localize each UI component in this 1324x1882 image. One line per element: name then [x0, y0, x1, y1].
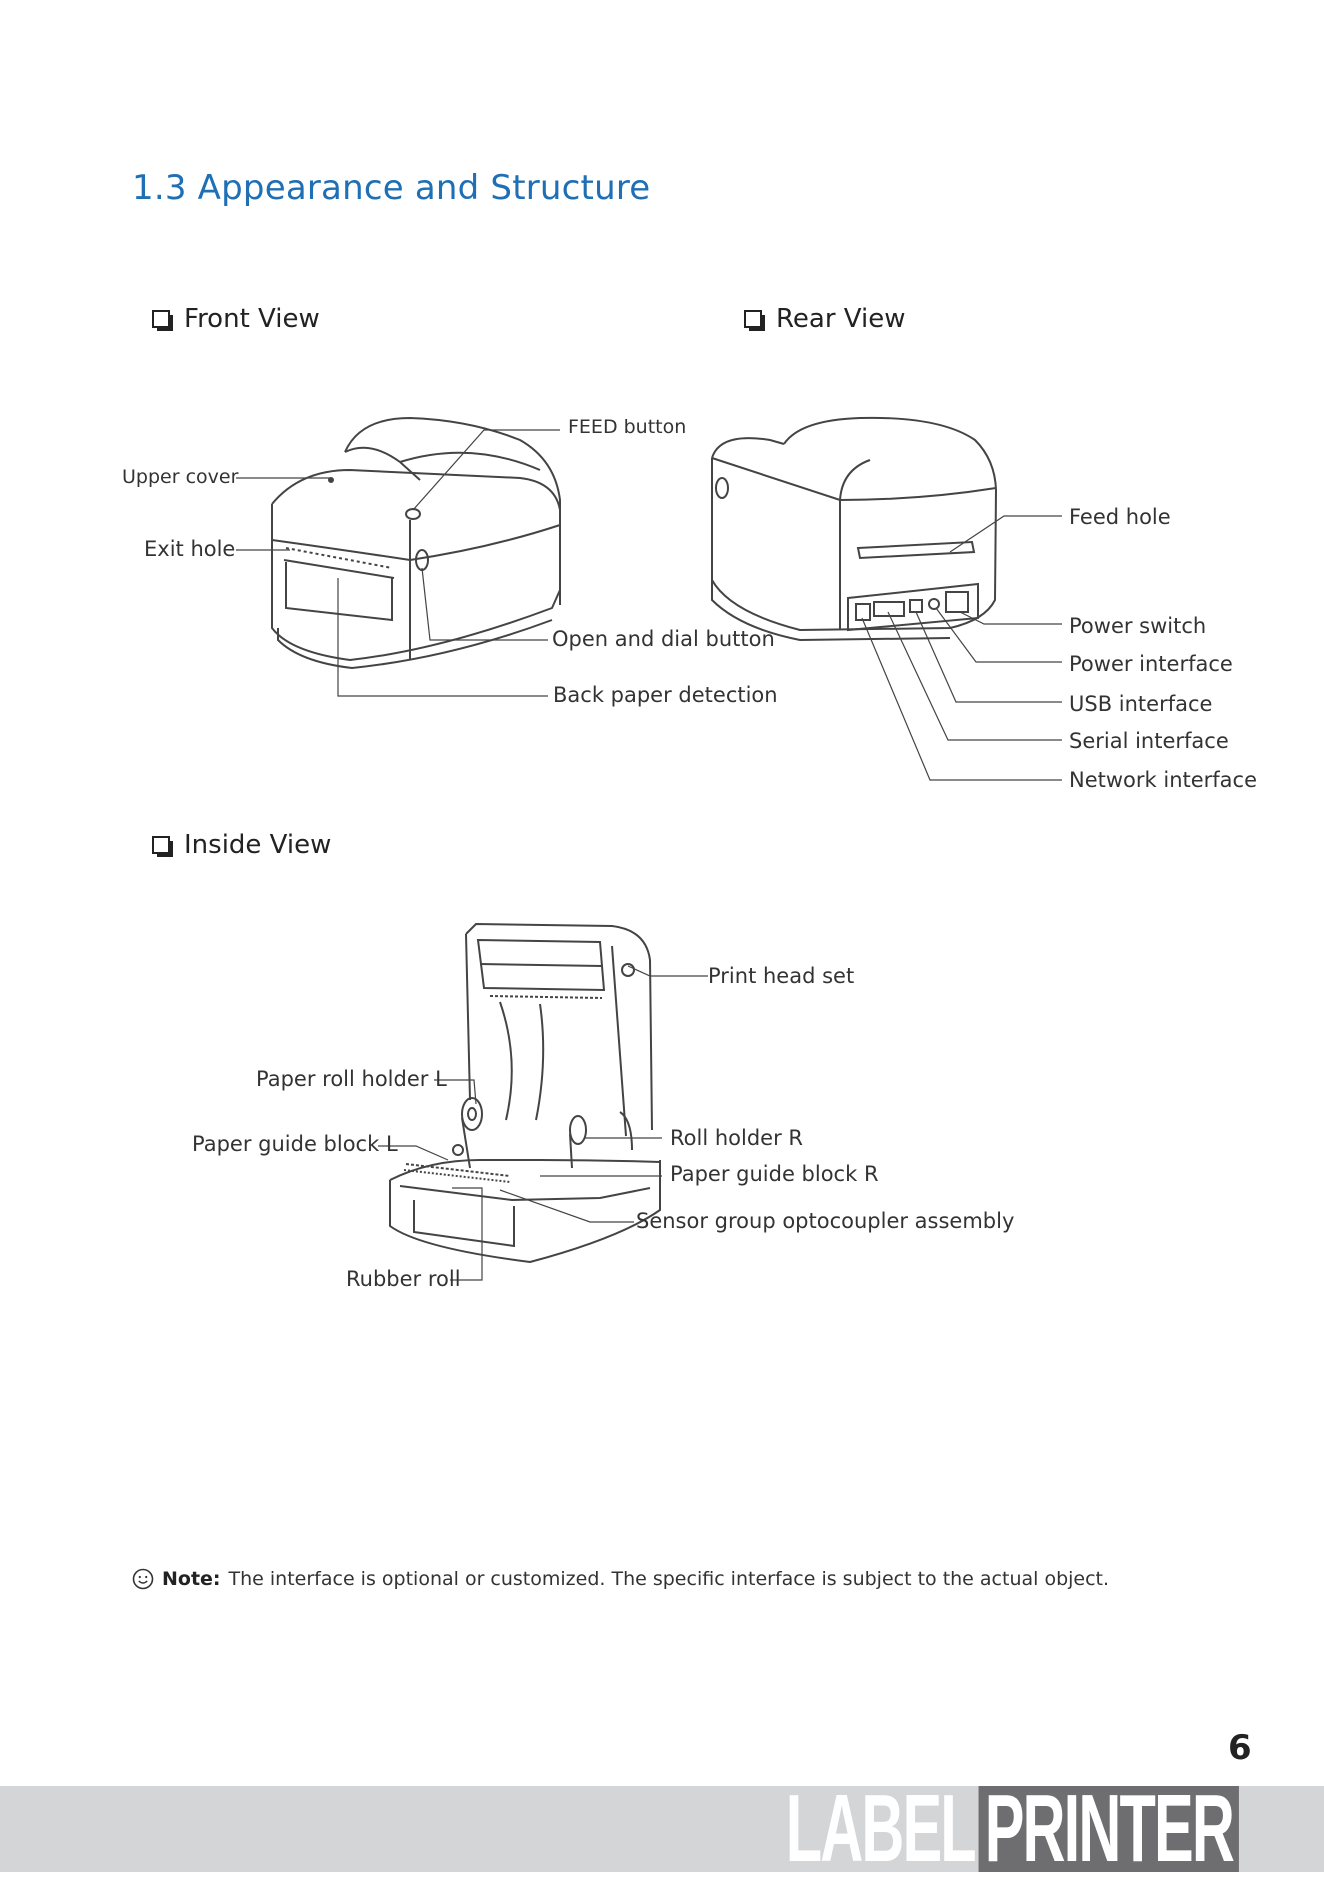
- label-rubber-roll: Rubber roll: [346, 1267, 461, 1291]
- label-exit-hole: Exit hole: [144, 537, 236, 561]
- label-roll-holder-r: Roll holder R: [670, 1126, 803, 1150]
- label-paper-guide-block-l: Paper guide block L: [192, 1132, 398, 1156]
- leader-print-head: [627, 965, 708, 977]
- leader-roll-holder-l: [434, 1079, 477, 1105]
- label-feed-hole: Feed hole: [1069, 505, 1171, 529]
- leader-rubber-roll: [450, 1187, 483, 1281]
- label-paper-roll-holder-l: Paper roll holder L: [256, 1067, 447, 1091]
- label-usb-interface: USB interface: [1069, 692, 1213, 716]
- front-view-heading-text: Front View: [184, 304, 320, 334]
- front-view-leader-lines: [236, 429, 560, 697]
- note-label: Note:: [162, 1568, 221, 1590]
- page-title: 1.3 Appearance and Structure: [132, 168, 651, 208]
- front-view-printer-drawing: [271, 416, 561, 670]
- leader-serial-interface: [887, 611, 1062, 741]
- inside-view-heading-text: Inside View: [184, 830, 332, 860]
- leader-feed-hole: [949, 515, 1062, 553]
- rear-view-printer-drawing: [711, 416, 997, 642]
- leader-feed-button: [412, 429, 560, 511]
- label-power-switch: Power switch: [1069, 614, 1207, 638]
- brand-word-label: LABEL: [785, 1775, 977, 1882]
- label-paper-guide-block-r: Paper guide block R: [670, 1162, 879, 1186]
- note-text: The interface is optional or customized.…: [228, 1568, 1110, 1590]
- label-sensor-group: Sensor group optocoupler assembly: [636, 1209, 1015, 1233]
- page-number: 6: [1228, 1728, 1252, 1768]
- leader-power-interface: [935, 607, 1062, 663]
- checkbox-bullet-icon: [744, 310, 765, 331]
- label-power-interface: Power interface: [1069, 652, 1233, 676]
- note: Note: The interface is optional or custo…: [132, 1568, 1109, 1590]
- checkbox-bullet-icon: [152, 836, 173, 857]
- leader-guide-block-l: [378, 1145, 449, 1161]
- label-feed-button: FEED button: [568, 416, 687, 438]
- label-upper-cover: Upper cover: [122, 466, 239, 488]
- rear-view-heading-text: Rear View: [776, 304, 906, 334]
- label-print-head-set: Print head set: [708, 964, 855, 988]
- label-network-interface: Network interface: [1069, 768, 1258, 792]
- leader-network-interface: [861, 617, 1062, 781]
- label-back-paper-detection: Back paper detection: [553, 683, 778, 707]
- rear-view-leader-lines: [861, 515, 1062, 781]
- leader-back-paper: [337, 578, 548, 697]
- leader-open-dial: [421, 567, 548, 641]
- inside-view-printer-drawing: [389, 922, 661, 1264]
- label-serial-interface: Serial interface: [1069, 729, 1229, 753]
- inside-view-heading: Inside View: [152, 830, 331, 860]
- label-open-dial-button: Open and dial button: [552, 627, 775, 651]
- leader-power-switch: [959, 611, 1062, 625]
- brand-logo: LABEL PRINTER: [782, 1775, 1240, 1882]
- checkbox-bullet-icon: [152, 310, 173, 331]
- front-view-heading: Front View: [152, 304, 320, 334]
- rear-view-heading: Rear View: [744, 304, 905, 334]
- inside-view-leader-lines: [378, 965, 708, 1281]
- leader-sensor-group: [499, 1189, 634, 1223]
- brand-word-printer: PRINTER: [978, 1781, 1240, 1877]
- leader-usb-interface: [915, 611, 1062, 703]
- smiley-icon: [132, 1568, 154, 1590]
